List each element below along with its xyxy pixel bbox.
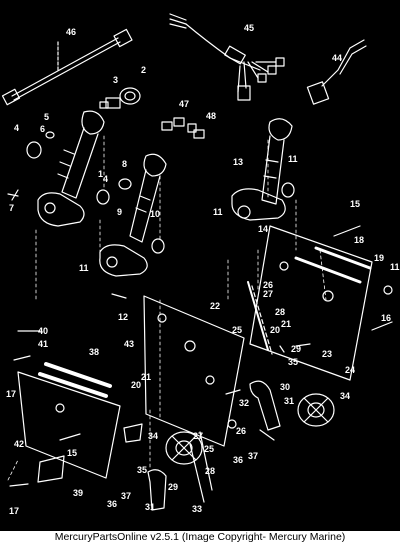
callout-4: 4 [14,123,20,133]
assembly-guides [7,135,327,481]
callout-21a: 21 [281,319,292,329]
callout-26: 26 [263,280,274,290]
callout-34b: 34 [148,431,159,441]
callout-24: 24 [345,365,356,375]
callout-40: 40 [38,326,49,336]
callout-32: 32 [239,398,250,408]
callout-11c: 11 [79,263,89,273]
callout-12: 12 [118,312,129,322]
shift-cam-34-right [297,393,335,427]
callout-3: 3 [113,75,119,85]
callout-10: 10 [150,209,161,219]
callout-41: 41 [38,339,49,349]
callout-28a: 28 [275,307,286,317]
callout-25a: 25 [232,325,243,335]
exploded-view-drawing [1,13,393,511]
callout-37b: 37 [121,491,132,501]
callout-16: 16 [381,313,392,323]
callout-18: 18 [354,235,365,245]
mounting-plate-middle [143,295,245,447]
mounting-plate-upper [249,225,393,381]
callout-15a: 15 [350,199,361,209]
callout-11a: 11 [288,154,298,164]
callout-38: 38 [89,347,100,357]
callout-44: 44 [332,53,343,63]
harness-45 [169,13,285,101]
callout-9: 9 [117,207,123,217]
callout-47: 47 [179,99,190,109]
callout-46: 46 [66,27,77,37]
callout-42: 42 [14,439,25,449]
callout-36a: 36 [233,455,244,465]
callout-30: 30 [280,382,291,392]
levers-and-links [37,281,281,511]
callout-20b: 20 [131,380,142,390]
callout-34a: 34 [340,391,351,401]
callout-15b: 15 [67,448,78,458]
callout-22: 22 [210,301,221,311]
callout-28b: 28 [205,466,216,476]
callout-26b: 26 [236,426,247,436]
callout-2: 2 [141,65,147,75]
callout-39: 39 [73,488,84,498]
callout-20a: 20 [270,325,281,335]
harness-46 [1,28,133,106]
callout-45: 45 [244,23,255,33]
callout-35a: 35 [288,357,299,367]
callout-25b: 25 [204,444,215,454]
callout-33: 33 [192,504,203,514]
callout-48: 48 [206,111,217,121]
mounting-plate-lower [17,362,121,479]
small-parts-top [7,87,205,205]
callout-19: 19 [374,253,385,263]
callout-36b: 36 [107,499,118,509]
callout-27b: 27 [193,431,204,441]
shift-cam-34-left [165,431,203,465]
callout-1: 1 [98,169,104,179]
callout-17a: 17 [6,389,17,399]
callout-29b: 29 [168,482,179,492]
callout-17b: 17 [9,506,20,516]
callout-7: 7 [9,203,15,213]
callout-6: 6 [40,124,46,134]
fasteners [9,225,393,487]
throttle-arm-13 [231,118,295,221]
callout-11b: 11 [213,207,223,217]
callout-23: 23 [322,349,333,359]
callout-8: 8 [122,159,128,169]
throttle-arm-1 [37,110,105,227]
callout-13: 13 [233,157,244,167]
callout-27a: 27 [263,289,274,299]
callout-21b: 21 [141,372,152,382]
throttle-arm-10 [99,153,167,277]
callout-5: 5 [44,112,50,122]
callout-37a: 37 [248,451,259,461]
callout-11d: 11 [390,262,400,272]
callout-29a: 29 [291,344,302,354]
harness-44 [306,39,367,105]
callout-43: 43 [124,339,135,349]
copyright-caption: MercuryPartsOnline v2.5.1 (Image Copyrig… [0,531,400,544]
callout-4b: 4 [103,174,109,184]
callout-31b: 31 [145,502,156,512]
callout-14: 14 [258,224,269,234]
callout-35b: 35 [137,465,148,475]
callout-31a: 31 [284,396,295,406]
